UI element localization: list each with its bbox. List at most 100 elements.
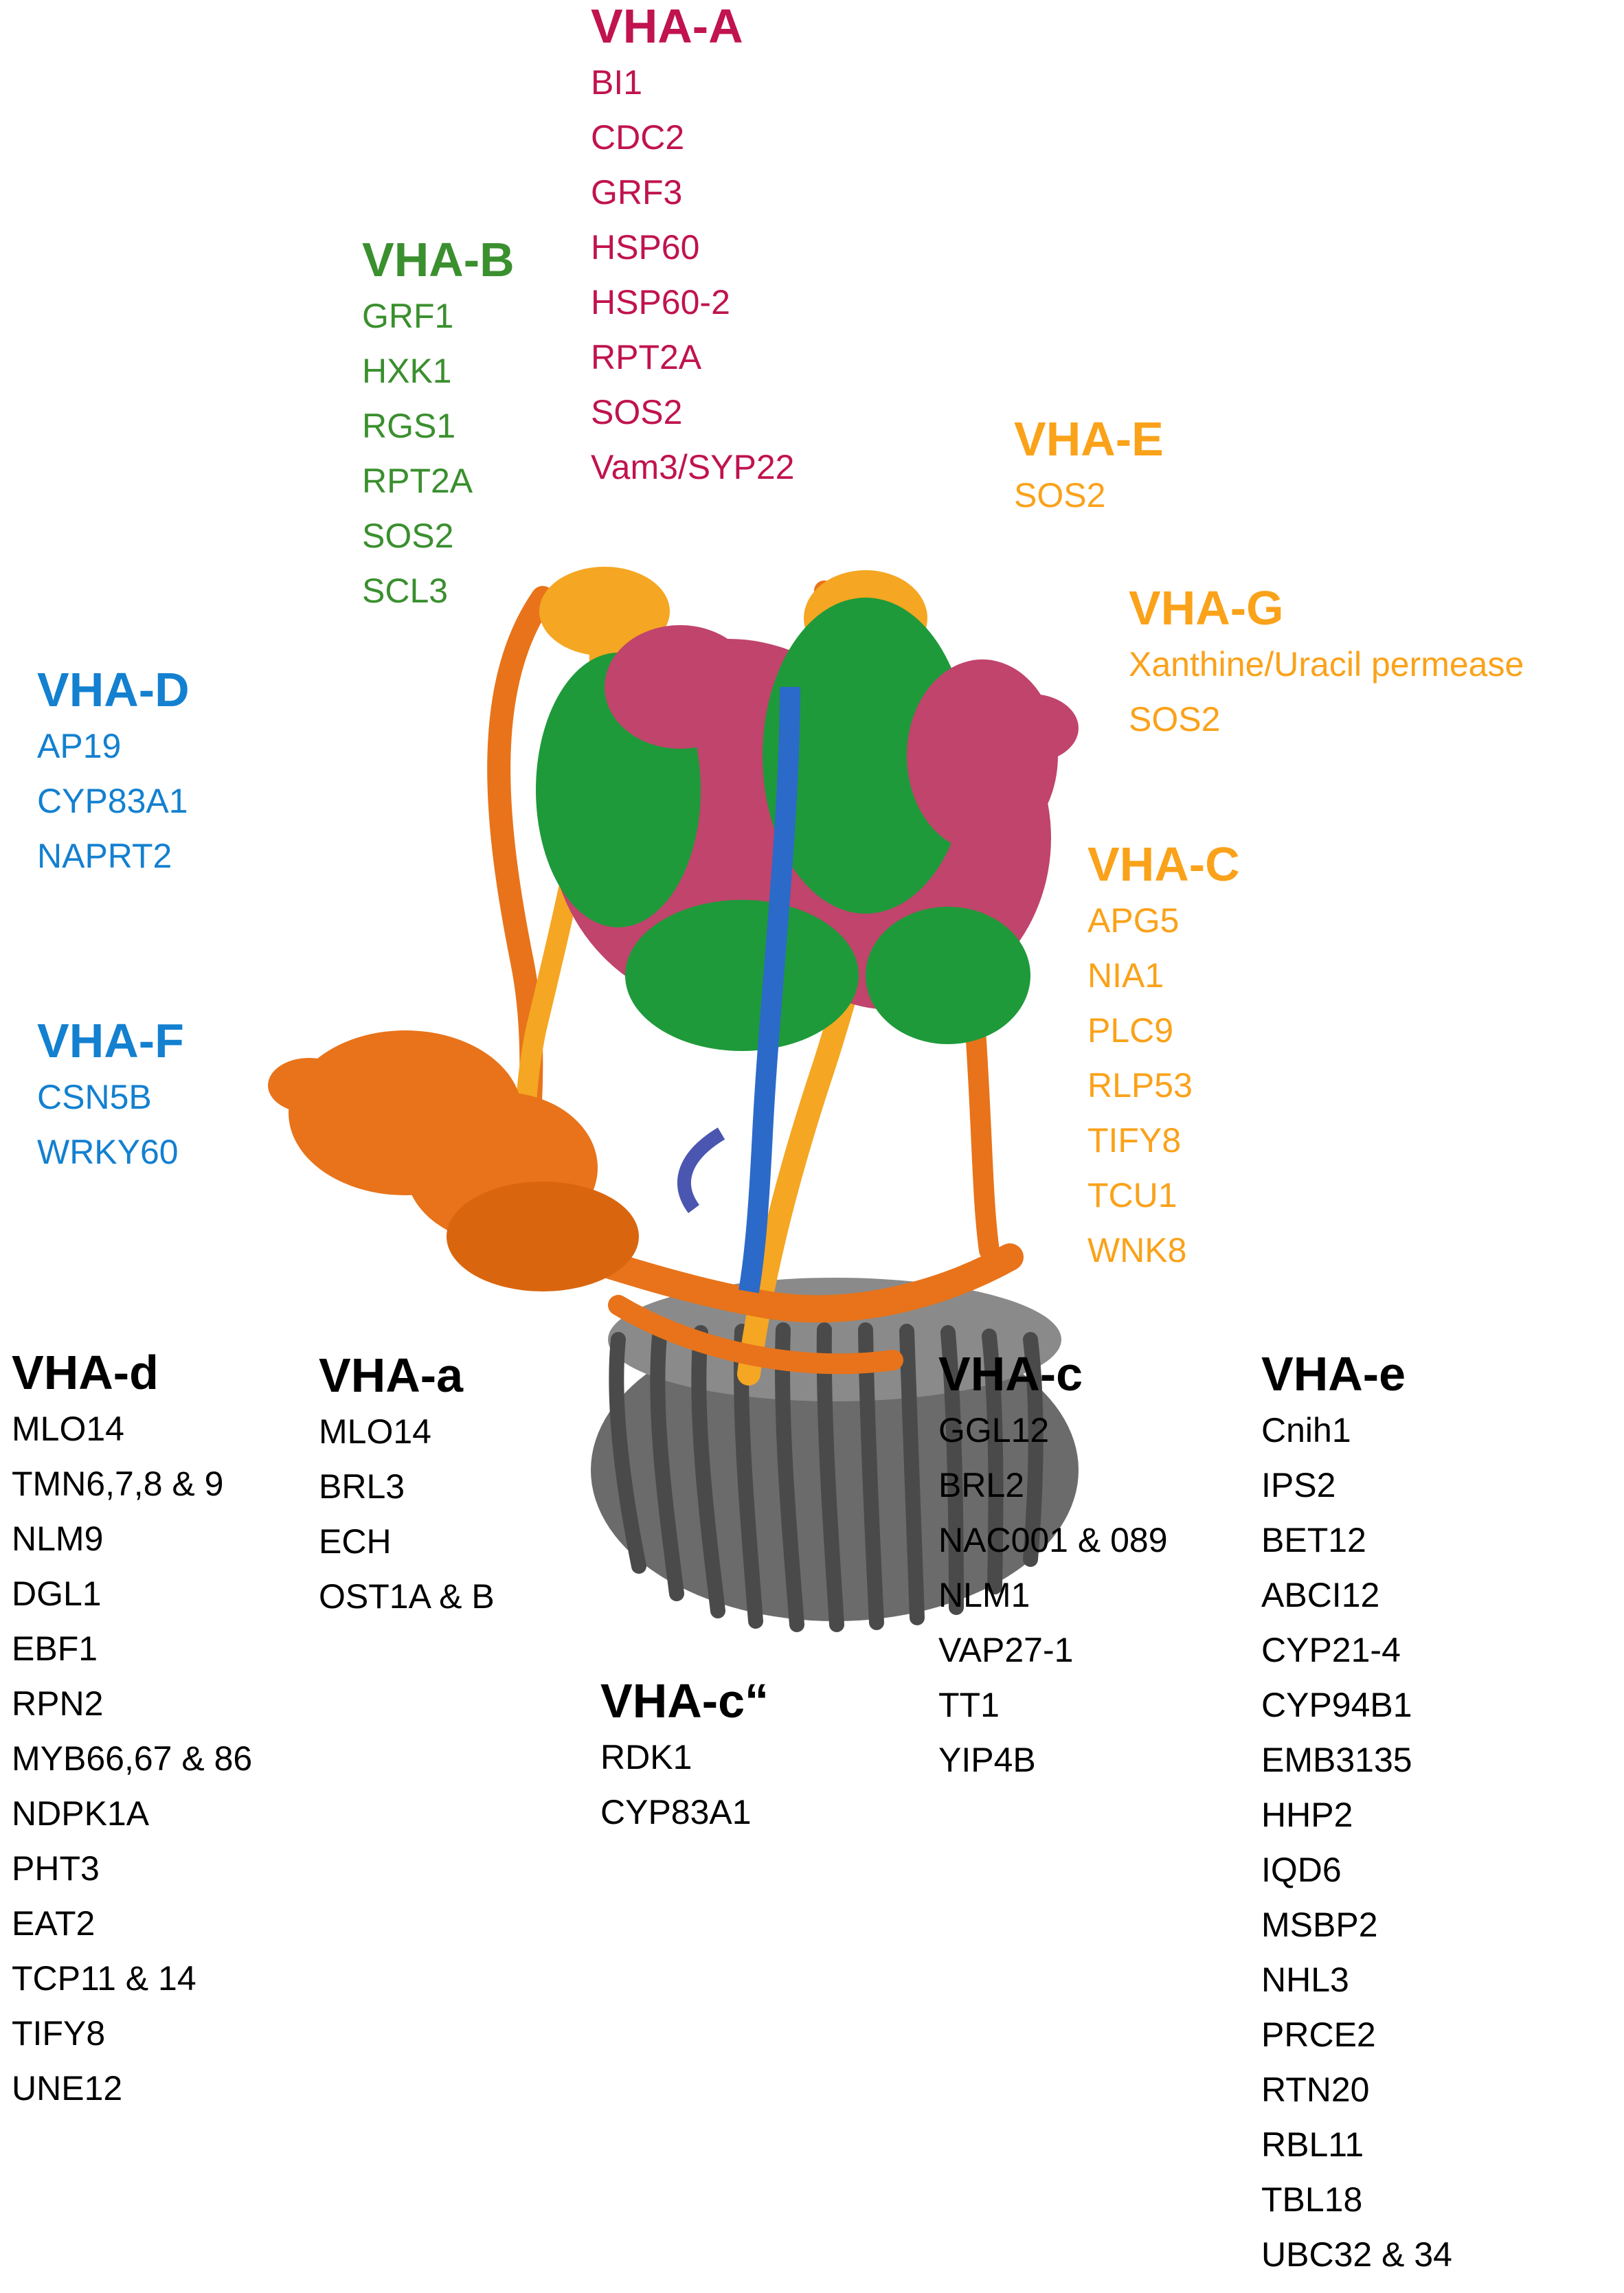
interactor-item: GGL12 [938, 1411, 1050, 1449]
interactor-item: RLP53 [1087, 1066, 1193, 1105]
interactor-item: VAP27-1 [938, 1631, 1074, 1669]
interactor-item: WNK8 [1087, 1231, 1187, 1269]
interactor-item: HSP60-2 [591, 283, 730, 321]
group-title: VHA-F [37, 1014, 184, 1068]
interactor-item: CSN5B [37, 1078, 152, 1116]
interactor-item: NLM9 [12, 1520, 104, 1558]
group-title: VHA-e [1261, 1347, 1406, 1401]
interactor-item: HSP60 [591, 228, 700, 267]
group-title: VHA-d [12, 1346, 159, 1399]
interactor-item: BI1 [591, 63, 643, 102]
group-vha-E: VHA-E SOS2 [1014, 410, 1164, 523]
interactor-item: TMN6,7,8 & 9 [12, 1465, 224, 1503]
interactor-item: TIFY8 [1087, 1121, 1182, 1160]
interactor-item: SOS2 [1014, 476, 1106, 515]
interactor-list: CSN5B WRKY60 [37, 1070, 184, 1179]
interactor-item: CYP83A1 [37, 782, 188, 820]
interactor-item: RBL11 [1261, 2125, 1364, 2164]
interactor-item: MSBP2 [1261, 1906, 1378, 1944]
interactor-item: UNE12 [12, 2069, 123, 2108]
interactor-item: Vam3/SYP22 [591, 448, 795, 486]
interactor-item: RPN2 [12, 1684, 104, 1723]
interactor-item: SOS2 [362, 517, 454, 555]
interactor-item: ECH [319, 1522, 392, 1561]
interactor-item: YIP4B [938, 1741, 1036, 1779]
a-subunit-blob-icon [268, 1030, 639, 1291]
interactor-item: PHT3 [12, 1849, 100, 1888]
interactor-item: TCU1 [1087, 1176, 1177, 1215]
interactor-item: CYP83A1 [600, 1793, 752, 1831]
group-title: VHA-A [591, 0, 743, 53]
interactor-list: SOS2 [1014, 468, 1164, 523]
interactor-item: WRKY60 [37, 1133, 179, 1171]
interactor-item: GRF3 [591, 173, 683, 212]
interactor-item: UBC32 & 34 [1261, 2235, 1452, 2274]
interactor-item: MYB66,67 & 86 [12, 1739, 253, 1778]
interactor-item: AP19 [37, 727, 122, 765]
interactor-item: OST1A & B [319, 1577, 495, 1616]
interactor-item: TBL18 [1261, 2180, 1363, 2219]
group-title: VHA-G [1129, 581, 1284, 635]
interactor-item: APG5 [1087, 901, 1180, 940]
interactor-item: Xanthine/Uracil permease [1129, 645, 1524, 684]
group-title: VHA-a [319, 1348, 464, 1402]
interactor-item: BRL2 [938, 1466, 1025, 1504]
interactor-item: CYP21-4 [1261, 1631, 1401, 1669]
interactor-item: BET12 [1261, 1521, 1366, 1559]
interactor-item: RPT2A [591, 338, 702, 376]
central-stalk-icon [677, 686, 800, 1294]
interactor-item: EBF1 [12, 1629, 98, 1668]
interactor-item: PRCE2 [1261, 2015, 1376, 2054]
interactor-item: HXK1 [362, 352, 452, 390]
group-title: VHA-B [362, 233, 515, 286]
group-title: VHA-C [1087, 837, 1240, 891]
interactor-item: BRL3 [319, 1467, 405, 1506]
interactor-item: ABCI12 [1261, 1576, 1380, 1614]
interactor-item: TCP11 & 14 [12, 1959, 196, 1998]
interactor-item: TIFY8 [12, 2014, 106, 2053]
interactor-item: CYP94B1 [1261, 1686, 1412, 1724]
interactor-item: IQD6 [1261, 1851, 1342, 1889]
interactor-item: RTN20 [1261, 2070, 1370, 2109]
interactor-item: MLO14 [319, 1412, 431, 1451]
interactor-item: RGS1 [362, 407, 456, 445]
interactor-item: GRF1 [362, 297, 454, 335]
interactor-item: EMB3135 [1261, 1741, 1412, 1779]
interactor-item: EAT2 [12, 1904, 95, 1943]
interactor-item: NAPRT2 [37, 837, 172, 875]
interactor-item: MLO14 [12, 1410, 124, 1448]
interactor-item: RPT2A [362, 462, 473, 500]
v1-head-icon [536, 598, 1079, 1051]
interactor-item: NAC001 & 089 [938, 1521, 1168, 1559]
interactor-item: RDK1 [600, 1738, 692, 1776]
group-title: VHA-c“ [600, 1674, 769, 1728]
group-title: VHA-E [1014, 412, 1164, 466]
interactor-item: IPS2 [1261, 1466, 1336, 1504]
interactor-item: DGL1 [12, 1574, 102, 1613]
interactor-item: CDC2 [591, 118, 685, 157]
interactor-item: Cnih1 [1261, 1411, 1351, 1449]
interactor-item: NIA1 [1087, 956, 1164, 995]
interactor-item: SOS2 [1129, 700, 1221, 738]
group-title: VHA-c [938, 1347, 1083, 1401]
group-title: VHA-D [37, 663, 190, 716]
